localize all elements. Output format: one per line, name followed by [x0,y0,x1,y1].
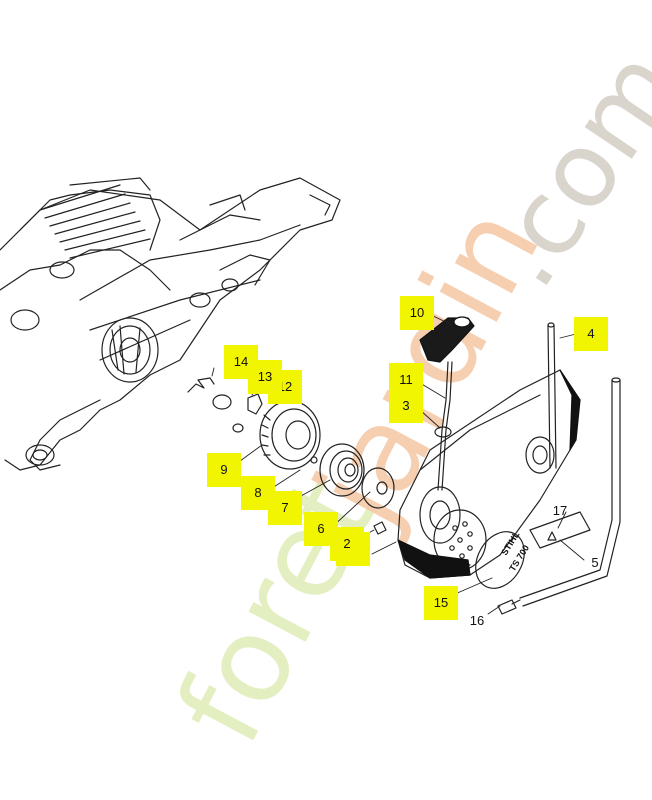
callout-9: 9 [207,453,241,487]
callout-14: 14 [224,345,258,379]
part-16-bolt [497,599,517,615]
part-10-handle [419,316,475,363]
part-14-clip [187,377,215,393]
part-4-rod [547,324,551,469]
callout-5: 5 [591,555,599,570]
part-6-washer [361,467,395,509]
part-1-starter-cover [397,369,581,579]
part-12-pawl [247,393,263,415]
callout-4: 4 [574,317,608,351]
part-5-tube [519,377,621,607]
part-7-spring [319,443,365,497]
callout-6: 6 [304,512,338,546]
callout-16: 16 [469,613,485,628]
part-9-rotor [259,400,321,470]
part-11-rope [437,361,449,491]
callout-15: 15 [424,586,458,620]
callout-8: 8 [241,476,275,510]
part-13-ring [212,394,232,410]
part-2-screw [373,521,387,535]
callout-10: 10 [400,296,434,330]
callout-11: 11 [389,363,423,397]
engine-housing-drawing [0,177,341,471]
part-15-decal [475,531,525,589]
callout-17: 17 [552,503,568,518]
